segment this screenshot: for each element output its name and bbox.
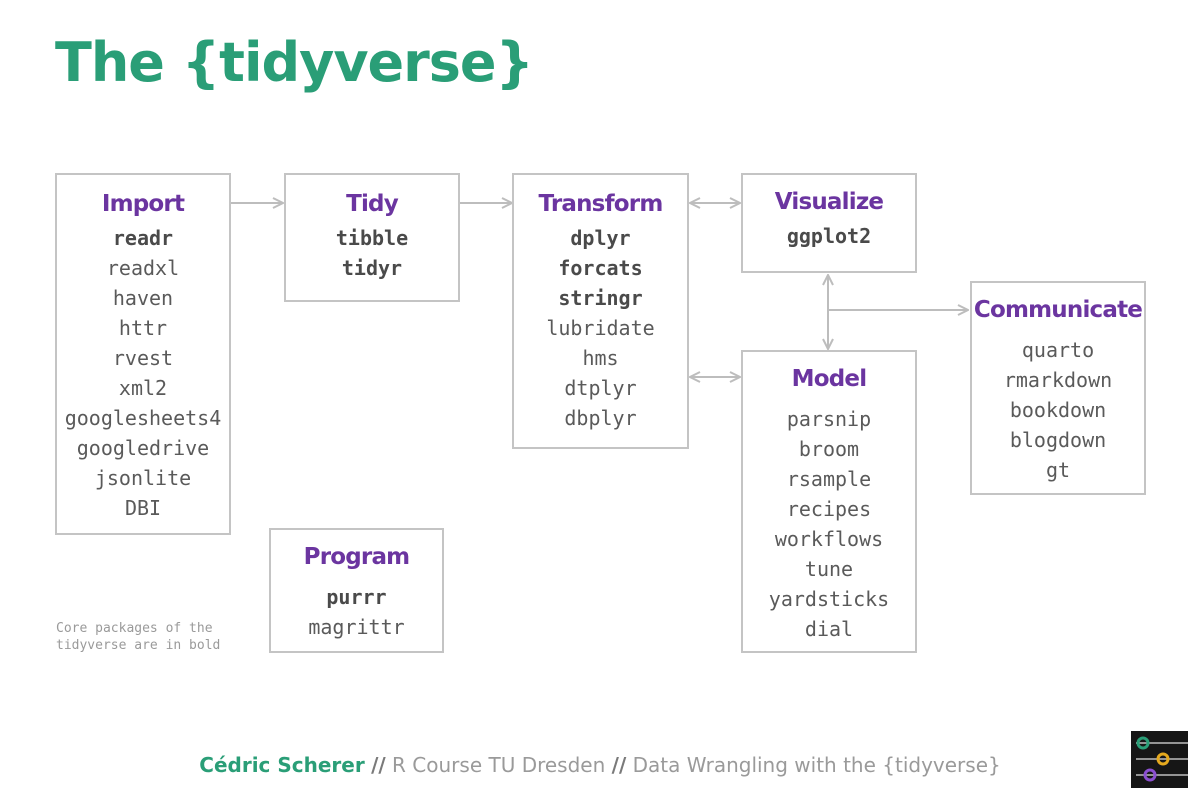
- logo-dot-yellow: [1156, 752, 1170, 766]
- package-forcats: forcats: [558, 256, 643, 280]
- package-jsonlite: jsonlite: [94, 466, 192, 490]
- package-dbplyr: dbplyr: [564, 406, 637, 430]
- footer: Cédric Scherer // R Course TU Dresden //…: [0, 753, 1200, 777]
- box-visualize: Visualize ggplot2: [741, 173, 917, 273]
- box-program: Program purrr magrittr: [269, 528, 444, 653]
- box-title-import: Import: [101, 191, 185, 217]
- page-title: The {tidyverse}: [55, 31, 534, 94]
- footer-separator-1: //: [371, 753, 386, 777]
- package-list-tidy: tibble tidyr: [286, 223, 458, 283]
- package-list-model: parsnip broom rsample recipes workflows tune y…: [743, 404, 915, 644]
- logo-graphic: [1136, 736, 1188, 782]
- package-purrr: purrr: [326, 585, 387, 609]
- package-dplyr: dplyr: [570, 226, 631, 250]
- package-list-visualize: ggplot2: [743, 221, 915, 251]
- box-transform: Transform dplyr forcats stringr lubridate hm…: [512, 173, 689, 449]
- logo: [1131, 731, 1188, 788]
- package-list-import: readr readxl haven httr rvest xml2 googlesheet…: [57, 223, 229, 523]
- box-tidy: Tidy tibble tidyr: [284, 173, 460, 302]
- box-title-communicate: Communicate: [973, 297, 1143, 323]
- package-rsample: rsample: [786, 467, 872, 491]
- package-lubridate: lubridate: [546, 316, 655, 340]
- box-title-program: Program: [303, 544, 411, 570]
- box-title-model: Model: [791, 366, 867, 392]
- package-dial: dial: [804, 617, 854, 641]
- package-tibble: tibble: [335, 226, 409, 250]
- package-tune: tune: [804, 557, 854, 581]
- package-bookdown: bookdown: [1009, 398, 1107, 422]
- package-httr: httr: [118, 316, 168, 340]
- footer-separator-2: //: [611, 753, 627, 777]
- package-haven: haven: [112, 286, 174, 310]
- package-magrittr: magrittr: [308, 615, 405, 639]
- package-googlesheets4: googlesheets4: [64, 406, 222, 430]
- box-communicate: Communicate quarto rmarkdown bookdown blogd…: [970, 281, 1146, 495]
- package-ggplot2: ggplot2: [786, 224, 872, 248]
- package-list-communicate: quarto rmarkdown bookdown blogdown gt: [972, 335, 1144, 485]
- package-recipes: recipes: [786, 497, 872, 521]
- footer-course: R Course TU Dresden: [392, 753, 606, 777]
- package-quarto: quarto: [1021, 338, 1095, 362]
- box-model: Model parsnip broom rsample recipes workflow…: [741, 350, 917, 653]
- legend-note: Core packages of the tidyverse are in bo…: [56, 620, 220, 654]
- box-import: Import readr readxl haven httr rvest xml2 goog…: [55, 173, 231, 535]
- package-hms: hms: [582, 346, 619, 370]
- package-tidyr: tidyr: [341, 256, 403, 280]
- package-gt: gt: [1045, 458, 1071, 482]
- legend-note-line-1: Core packages of the: [56, 621, 213, 636]
- package-blogdown: blogdown: [1009, 428, 1107, 452]
- package-rmarkdown: rmarkdown: [1003, 368, 1113, 392]
- package-stringr: stringr: [558, 286, 643, 310]
- box-title-tidy: Tidy: [346, 191, 399, 217]
- package-dtplyr: dtplyr: [564, 376, 637, 400]
- package-googledrive: googledrive: [76, 436, 210, 460]
- package-readr: readr: [112, 226, 174, 250]
- legend-note-line-2: tidyverse are in bold: [56, 638, 221, 653]
- package-broom: broom: [798, 437, 860, 461]
- footer-author: Cédric Scherer: [199, 753, 365, 777]
- box-title-transform: Transform: [538, 191, 663, 217]
- package-parsnip: parsnip: [786, 407, 872, 431]
- package-readxl: readxl: [106, 256, 180, 280]
- logo-dot-purple: [1143, 768, 1157, 782]
- package-list-program: purrr magrittr: [271, 582, 442, 642]
- box-title-visualize: Visualize: [774, 189, 884, 215]
- package-list-transform: dplyr forcats stringr lubridate hms dtplyr dbp…: [514, 223, 687, 433]
- package-rvest: rvest: [112, 346, 174, 370]
- package-workflows: workflows: [774, 527, 884, 551]
- logo-dot-green: [1136, 736, 1150, 750]
- footer-topic: Data Wrangling with the {tidyverse}: [632, 753, 1001, 777]
- package-yardsticks: yardsticks: [768, 587, 890, 611]
- package-dbi: DBI: [124, 496, 162, 520]
- package-xml2: xml2: [118, 376, 168, 400]
